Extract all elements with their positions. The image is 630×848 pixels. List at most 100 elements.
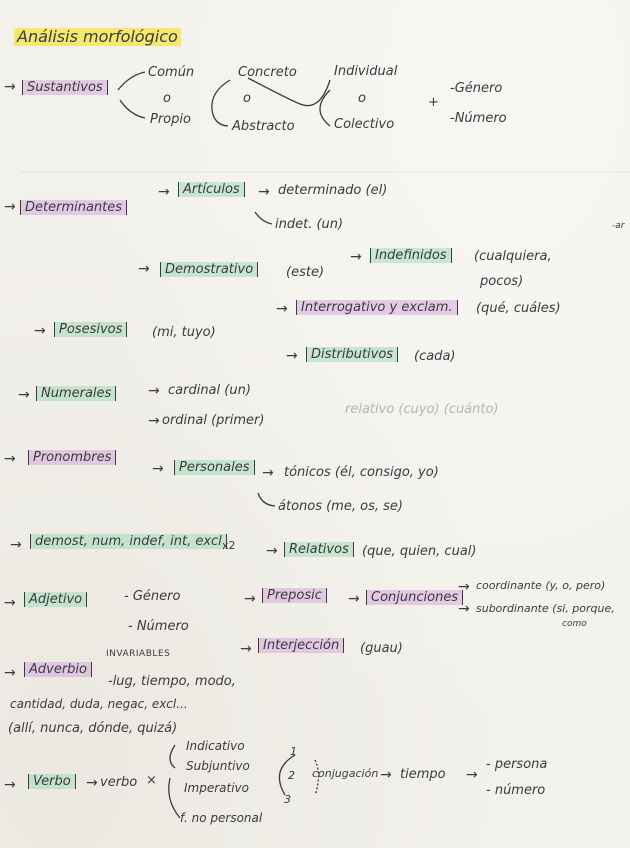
colectivo: Colectivo	[334, 117, 395, 132]
arrow-icon: →	[286, 348, 298, 364]
arrow-icon: →	[4, 79, 16, 95]
arrow-icon: →	[86, 775, 98, 791]
times-two: x2	[222, 539, 236, 552]
interjeccion: Interjección	[258, 638, 345, 653]
pronombres-combo: demost, num, indef, int, excl	[30, 534, 227, 549]
adjetivo-label: Adjetivo	[24, 592, 88, 607]
plus-sign: +	[428, 95, 439, 110]
imperativo: Imperativo	[184, 781, 249, 795]
determinado: determinado (el)	[278, 183, 388, 198]
arrow-icon: →	[4, 665, 16, 681]
arrow-icon: →	[4, 777, 16, 793]
arrow-icon: →	[4, 451, 16, 467]
arrow-icon: →	[380, 767, 392, 783]
demostrativos-example: (este)	[286, 265, 325, 280]
conjugacion: conjugación	[312, 767, 379, 780]
indefinidos: Indefinidos	[370, 248, 452, 263]
individual: Individual	[334, 64, 398, 79]
or-text: o	[163, 91, 171, 106]
interrogativos-example: (qué, cuáles)	[476, 301, 561, 316]
comun: Común	[148, 65, 195, 80]
adverbio-label: Adverbio	[24, 662, 92, 677]
arrow-icon: →	[348, 591, 360, 607]
adjetivo-genero: - Género	[124, 589, 181, 604]
demostrativos: Demostrativo	[160, 262, 259, 277]
cardinal: cardinal (un)	[168, 383, 251, 398]
preposic: Preposic	[262, 588, 327, 603]
adverbio-line-2: cantidad, duda, negac, excl...	[10, 697, 188, 711]
verbo-label: Verbo	[28, 774, 76, 789]
sustantivos-label: Sustantivos	[22, 80, 108, 95]
arrow-icon: →	[458, 601, 470, 617]
adverbio-line-1: -lug, tiempo, modo,	[108, 674, 236, 689]
or-text: o	[358, 91, 366, 106]
indefinidos-example: (cualquiera,	[474, 249, 552, 264]
arrow-icon: →	[458, 579, 470, 595]
arrow-icon: →	[244, 591, 256, 607]
branch-line	[119, 99, 146, 119]
arrow-icon: →	[4, 199, 16, 215]
personales: Personales	[174, 460, 255, 475]
subordinante: subordinante (si, porque,	[476, 602, 615, 615]
posesivos: Posesivos	[54, 322, 128, 337]
arrow-icon: →	[258, 184, 270, 200]
interrogativos: Interrogativo y exclam.	[296, 300, 458, 315]
tonicos: tónicos (él, consigo, yo)	[284, 465, 439, 480]
propio: Propio	[150, 112, 191, 127]
indicativo: Indicativo	[186, 739, 245, 753]
arrow-icon: →	[148, 383, 160, 399]
distributivos-example: (cada)	[414, 349, 456, 364]
articulos: Artículos	[178, 182, 245, 197]
conjunciones: Conjunciones	[366, 590, 464, 605]
arrow-icon: →	[262, 465, 274, 481]
concreto: Concreto	[238, 65, 297, 80]
branch-line	[117, 71, 146, 91]
margin-mark: -ar	[612, 221, 625, 231]
adjetivo-numero: - Número	[128, 619, 189, 634]
posesivos-example: (mi, tuyo)	[152, 325, 216, 340]
numerales: Numerales	[36, 386, 117, 401]
ordinal: ordinal (primer)	[162, 413, 265, 428]
arrow-icon: →	[158, 184, 170, 200]
person-two: 2	[288, 769, 295, 782]
arrow-icon: →	[350, 249, 362, 265]
subjuntivo: Subjuntivo	[186, 759, 250, 773]
arrow-icon: →	[34, 323, 46, 339]
times-sign: ×	[146, 773, 157, 788]
arrow-icon: →	[138, 261, 150, 277]
numero-verbo: - número	[486, 783, 546, 798]
indefinidos-example-2: pocos)	[480, 274, 524, 289]
pronombres-label: Pronombres	[28, 450, 117, 465]
persona: - persona	[486, 757, 548, 772]
person-one: 1	[290, 745, 297, 758]
arrow-icon: →	[276, 301, 288, 317]
arrow-icon: →	[152, 461, 164, 477]
arrow-icon: →	[10, 537, 22, 553]
arrow-icon: →	[266, 543, 278, 559]
relativo-faint: relativo (cuyo) (cuánto)	[345, 402, 499, 417]
or-text: o	[243, 91, 251, 106]
arrow-icon: →	[18, 387, 30, 403]
arrow-icon: →	[240, 641, 252, 657]
indeterminado: indet. (un)	[275, 217, 344, 232]
adverbio-line-3: (allí, nunca, dónde, quizá)	[8, 721, 178, 736]
person-three: 3	[284, 793, 291, 806]
relativos: Relativos	[284, 542, 354, 557]
distributivos: Distributivos	[306, 347, 399, 362]
coordinante: coordinante (y, o, pero)	[476, 579, 606, 592]
atonos: átonos (me, os, se)	[278, 499, 403, 514]
arrow-icon: →	[466, 767, 478, 783]
abstracto: Abstracto	[232, 119, 295, 134]
page-title: Análisis morfológico	[14, 28, 181, 46]
subordinante-2: como	[562, 619, 587, 629]
arrow-icon: →	[4, 595, 16, 611]
verbo-text: verbo	[100, 775, 138, 790]
determinantes-label: Determinantes	[20, 200, 128, 215]
invariables: INVARIABLES	[106, 649, 171, 659]
tiempo: tiempo	[400, 767, 446, 782]
relativos-example: (que, quien, cual)	[362, 544, 477, 559]
arrow-icon: →	[148, 413, 160, 429]
forma-no-personal: f. no personal	[180, 811, 263, 825]
interjeccion-example: (guau)	[360, 641, 403, 656]
genero: -Género	[450, 81, 503, 96]
